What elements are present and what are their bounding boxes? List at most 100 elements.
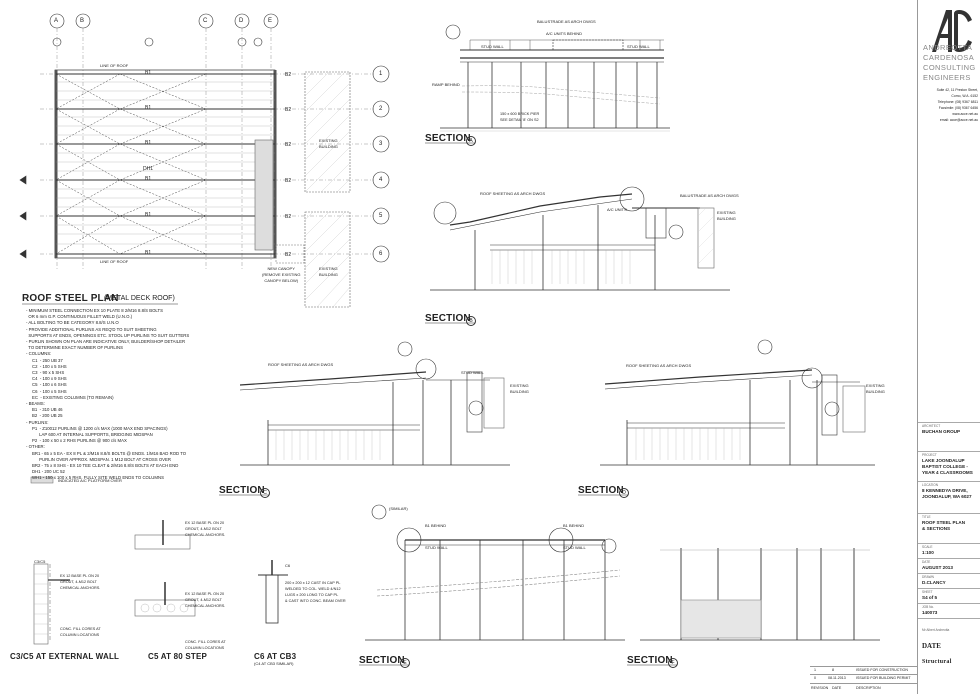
- job-value: 140073: [922, 610, 938, 615]
- line-of-roof-label: LINE OF ROOF: [100, 63, 129, 68]
- beam-b1-label: B1: [145, 176, 152, 182]
- grid-label-1: 1: [379, 71, 383, 77]
- grid-label-5: 5: [379, 213, 383, 219]
- section-a-title: SECTION: [425, 133, 471, 144]
- engineer-name: Mr Albert Andreotta: [922, 628, 950, 632]
- project-value: YEAR 4 CLASSROOMS: [922, 470, 973, 475]
- section-a-lines: [440, 24, 670, 132]
- beam-b1-label: B1: [145, 105, 152, 111]
- section-d-note: EXISTING BUILDING: [866, 383, 885, 394]
- drawing-linework: [19, 13, 880, 666]
- address-line: email: acce@acce.net.au: [939, 118, 978, 122]
- section-d-tag: D: [619, 488, 629, 498]
- line-of-roof-label-bottom: LINE OF ROOF: [100, 259, 129, 264]
- detail-c6-note: 200 x 200 x 12 CAST IN CAP PL WELDED TO …: [285, 581, 346, 603]
- section-b-lines: [430, 186, 730, 291]
- detail-c3c5-note: C3/C5: [34, 559, 46, 564]
- rev-header: REVISION: [811, 686, 829, 690]
- section-a-note: 150 x 600 BRICK PIER SEE DETAIL '8' ON S…: [500, 112, 540, 122]
- section-a-tag: A: [466, 136, 476, 146]
- project-value: BAPTIST COLLEGE -: [922, 464, 968, 469]
- section-e-title: SECTION: [359, 655, 405, 666]
- section-e-note: B1 BEHIND: [425, 523, 447, 528]
- address-line: Facsimile: (08) 9367 6456: [938, 106, 978, 110]
- section-c-title: SECTION: [219, 485, 265, 496]
- section-b-note: EXISTING BUILDING: [717, 210, 736, 221]
- date-value: AUGUST 2013: [922, 565, 953, 570]
- beam-b2-label: B2: [285, 214, 292, 220]
- job-label: JOB No.: [922, 605, 935, 609]
- section-a-note: STUD WALL: [627, 44, 650, 49]
- section-f-tag: F: [668, 658, 678, 668]
- grid-bubbles-top: [49, 13, 279, 29]
- grid-label-d: D: [239, 18, 244, 24]
- existing-building-label: EXISTING BUILDING: [319, 266, 338, 277]
- title-value: ROOF STEEL PLAN: [922, 520, 966, 525]
- section-c-tag: C: [260, 488, 270, 498]
- location-value: JOONDALUP, WA 6027: [922, 494, 972, 499]
- section-a-note: RAMP BEHIND: [432, 82, 460, 87]
- grid-label-3: 3: [379, 141, 383, 147]
- beam-b1-label: B1: [145, 140, 152, 146]
- grid-label-2: 2: [379, 106, 383, 112]
- section-b-note: A/C UNITS: [607, 207, 627, 212]
- section-f-lines: [640, 548, 880, 641]
- title-label: TITLE: [922, 515, 931, 519]
- company-logo-icon: [932, 10, 972, 52]
- beam-b1-label: B1: [145, 250, 152, 256]
- beam-b1-label: B1: [145, 212, 152, 218]
- section-d-lines: [600, 339, 875, 466]
- section-e-lines: [365, 504, 625, 641]
- section-e-note: B1 BEHIND: [563, 523, 585, 528]
- location-label: LOCATION: [922, 483, 939, 487]
- legend-ac-platform: INDICATED A/C PLATFORM OVER: [58, 478, 122, 483]
- rev-cell: 0: [814, 676, 816, 680]
- grid-label-b: B: [80, 18, 85, 24]
- existing-building-label: EXISTING BUILDING: [319, 138, 338, 149]
- revision-table: 1 8 ISSUED FOR CONSTRUCTION 0 08.11.2013…: [810, 666, 917, 694]
- section-b-note: BALUSTRADE AS ARCH DWGS: [680, 193, 739, 198]
- architect-value: BUCHAN GROUP: [922, 429, 961, 434]
- detail-c6-title: C6 AT CB3: [254, 652, 297, 661]
- section-e-tag: E: [400, 658, 410, 668]
- title-value: & SECTIONS: [922, 526, 951, 531]
- section-b-tag: B: [466, 316, 476, 326]
- detail-lines: [33, 520, 288, 645]
- section-c-note: ROOF SHEETING AS ARCH DWGS: [268, 362, 334, 367]
- stamp-date: DATE: [922, 642, 941, 650]
- section-c-note: STUD WALL: [461, 370, 484, 375]
- title-block: ANDREOTTA CARDENOSA CONSULTING ENGINEERS…: [917, 0, 980, 694]
- scale-value: 1:100: [922, 550, 934, 555]
- scale-label: SCALE: [922, 545, 933, 549]
- company-name-4: ENGINEERS: [923, 73, 971, 82]
- beam-b2-label: B2: [285, 178, 292, 184]
- detail-c3c5-note: EX 12 BASE PL ON 20 GROUT, 4-M12 BOLT CH…: [60, 574, 101, 590]
- beam-b2-label: B2: [285, 252, 292, 258]
- detail-c3c5-title: C3/C5 AT EXTERNAL WALL: [10, 652, 120, 661]
- rev-cell: ISSUED FOR CONSTRUCTION: [856, 668, 908, 672]
- address-line: Telephone: (08) 9367 6811: [937, 100, 978, 104]
- grid-label-c: C: [203, 18, 208, 24]
- rev-cell: 8: [832, 668, 834, 672]
- grid-label-e: E: [268, 18, 273, 24]
- section-d-title: SECTION: [578, 485, 624, 496]
- new-canopy-label: NEW CANOPY (REMOVE EXISTING CANOPY BELOW…: [262, 266, 301, 283]
- detail-c5-note: CONC. FILL CORES AT COLUMN LOCATIONS: [185, 640, 226, 650]
- detail-c5-note: EX 12 BASE PL ON 20 GROUT, 4-M12 BOLT CH…: [185, 592, 226, 608]
- beam-b2-label: B2: [285, 107, 292, 113]
- section-e-note: (SIMILAR): [389, 506, 408, 511]
- sheet-label: SHEET: [922, 590, 933, 594]
- date-label: DATE: [922, 560, 931, 564]
- address-line: Suite 42, 11 Preston Street,: [936, 88, 978, 92]
- project-label: PROJECT: [922, 453, 937, 457]
- detail-c5-title: C5 AT 80 STEP: [148, 652, 208, 661]
- company-name-2: CARDENOSA: [923, 53, 975, 62]
- dh1-label: DH1: [143, 166, 154, 172]
- section-d-note: ROOF SHEETING AS ARCH DWGS: [626, 363, 692, 368]
- section-b-note: ROOF SHEETING AS ARCH DWGS: [480, 191, 546, 196]
- address-line: Como, W.A. 6152: [951, 94, 978, 98]
- beam-b2-label: B2: [285, 72, 292, 78]
- section-c-note: EXISTING BUILDING: [510, 383, 529, 394]
- project-value: LAKE JOONDALUP: [922, 458, 965, 463]
